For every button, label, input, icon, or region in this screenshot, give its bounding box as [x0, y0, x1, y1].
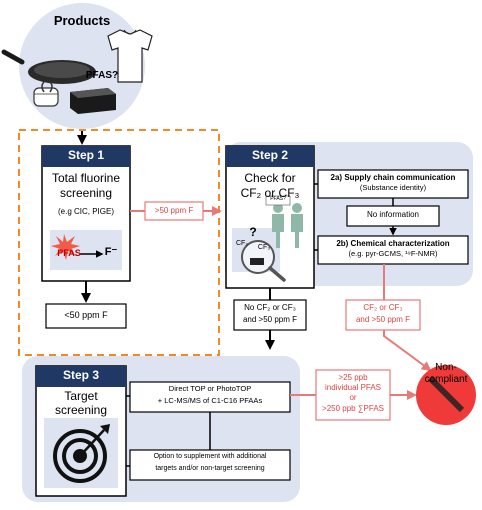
step3-title-line1: Target — [64, 389, 98, 403]
frying-pan-icon — [1, 49, 96, 84]
above-50-label: >50 ppm F — [154, 206, 194, 215]
option-line2: targets and/or non-target screening — [155, 465, 265, 472]
pfas-label: PFAS — [57, 248, 81, 258]
step2-header — [226, 146, 314, 167]
step1-title-line2: screening — [59, 186, 113, 200]
exceed-line2: individual PFAS — [324, 383, 382, 392]
above-50-box — [144, 201, 204, 221]
option-line1: Option to supplement with additional — [153, 453, 267, 460]
step1-methods: (e.g CIC, PIGE) — [57, 207, 114, 216]
chemical-characterization-sub: (e.g. pyr-GCMS, ¹⁹F-NMR) — [348, 249, 438, 258]
chemical-characterization-title: 2b) Chemical characterization — [336, 239, 450, 248]
no-cf-line1: No CF₂ or CF₃ — [244, 303, 296, 312]
no-information-label: No information — [366, 210, 420, 219]
step3-header — [36, 366, 126, 387]
step2-title-line2: CF₂ or CF₃ — [240, 186, 300, 200]
no-cf-line2: and >50 ppm F — [242, 315, 298, 324]
exceed-line3: or — [349, 393, 357, 402]
exceedance-box — [315, 369, 391, 421]
people-magnifier-icon — [232, 195, 303, 282]
step3-label: Step 3 — [62, 368, 99, 382]
cf2-bubble: CF₂ — [235, 240, 249, 247]
question-mark: ? — [249, 225, 257, 239]
burst-icon — [51, 234, 80, 260]
speaker-icon — [70, 88, 116, 114]
step3-title-line2: screening — [54, 403, 108, 417]
below-50-box — [45, 303, 127, 329]
no-cf-box — [233, 299, 307, 331]
fluoride-label: F⁻ — [104, 246, 118, 258]
top-line1: Direct TOP or PhotoTOP — [168, 384, 252, 393]
pfas-tag: PFAS? — [270, 196, 286, 202]
step1-header — [42, 146, 130, 167]
pfas-question-label: PFAS? — [85, 70, 119, 81]
step2-label: Step 2 — [251, 148, 288, 162]
exceed-line1: >25 ppb — [338, 373, 368, 382]
non-compliant-line2: compliant — [424, 374, 468, 385]
step2-title-line1: Check for — [244, 171, 296, 185]
step1-title-line1: Total fluorine — [51, 171, 121, 185]
tshirt-icon — [107, 29, 153, 83]
top-line2: + LC-MS/MS of C1-C16 PFAAs — [157, 396, 263, 405]
products-title: Products — [53, 13, 111, 28]
non-compliant-line1: Non- — [435, 362, 457, 373]
target-icon — [44, 418, 118, 488]
step1-dashed-frame — [18, 129, 220, 356]
below-50-label: <50 ppm F — [64, 310, 108, 320]
option-box — [129, 449, 291, 481]
cf-detected-line2: and >50 ppm F — [355, 315, 411, 324]
earbuds-icon — [33, 81, 59, 107]
cf3-bubble: CF₃ — [257, 244, 271, 251]
step1-label: Step 1 — [67, 148, 104, 162]
supply-chain-sub: (Substance identity) — [359, 183, 427, 192]
supply-chain-title: 2a) Supply chain communication — [330, 173, 456, 182]
cf-detected-box — [345, 299, 421, 331]
cf-detected-line1: CF₂ or CF₃ — [363, 303, 403, 312]
exceed-line4: >250 ppb ∑PFAS — [322, 404, 384, 413]
chemical-characterization-box — [317, 235, 469, 265]
top-analysis-box — [129, 381, 291, 413]
